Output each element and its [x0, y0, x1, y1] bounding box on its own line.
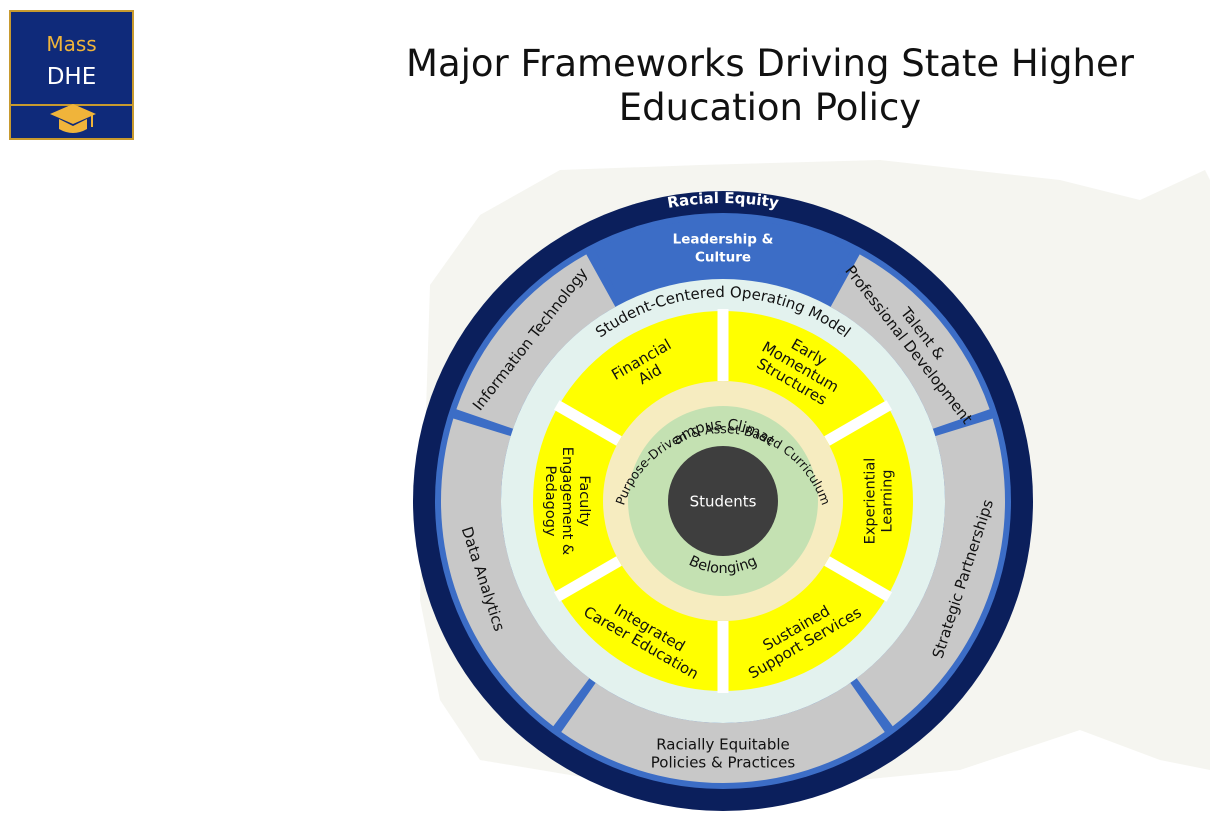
mass-dhe-logo: Mass DHE: [9, 10, 134, 140]
yellow-divider-3: [824, 556, 893, 602]
yellow-divider-6: [553, 400, 622, 446]
segment-data-analytics: [440, 418, 590, 727]
yellow-divider-5: [553, 556, 622, 602]
logo-line-dhe: DHE: [46, 64, 97, 90]
segment-strategic-partnerships: [856, 418, 1005, 727]
yellow-divider-2: [824, 400, 893, 446]
leadership-culture-label: Leadership &Culture: [673, 232, 774, 266]
segment-leadership-culture: [594, 219, 852, 304]
racial-equity-label: Racial Equity: [666, 189, 780, 212]
page-title: Major Frameworks Driving State Higher Ed…: [406, 42, 1134, 129]
faculty-engagement-label: FacultyEngagement &Pedagogy: [542, 447, 592, 555]
segment-racially-equitable-policies: [561, 682, 885, 783]
graduation-cap-icon: [50, 104, 96, 133]
students-hub: [668, 446, 778, 556]
logo-line-mass: Mass: [46, 32, 97, 56]
segment-talent-professional-development: [830, 254, 990, 429]
experiential-learning-label: ExperientialLearning: [863, 458, 896, 545]
students-label: Students: [690, 492, 757, 510]
belonging-label: Belonging: [686, 553, 759, 577]
segment-information-technology: [456, 254, 616, 429]
